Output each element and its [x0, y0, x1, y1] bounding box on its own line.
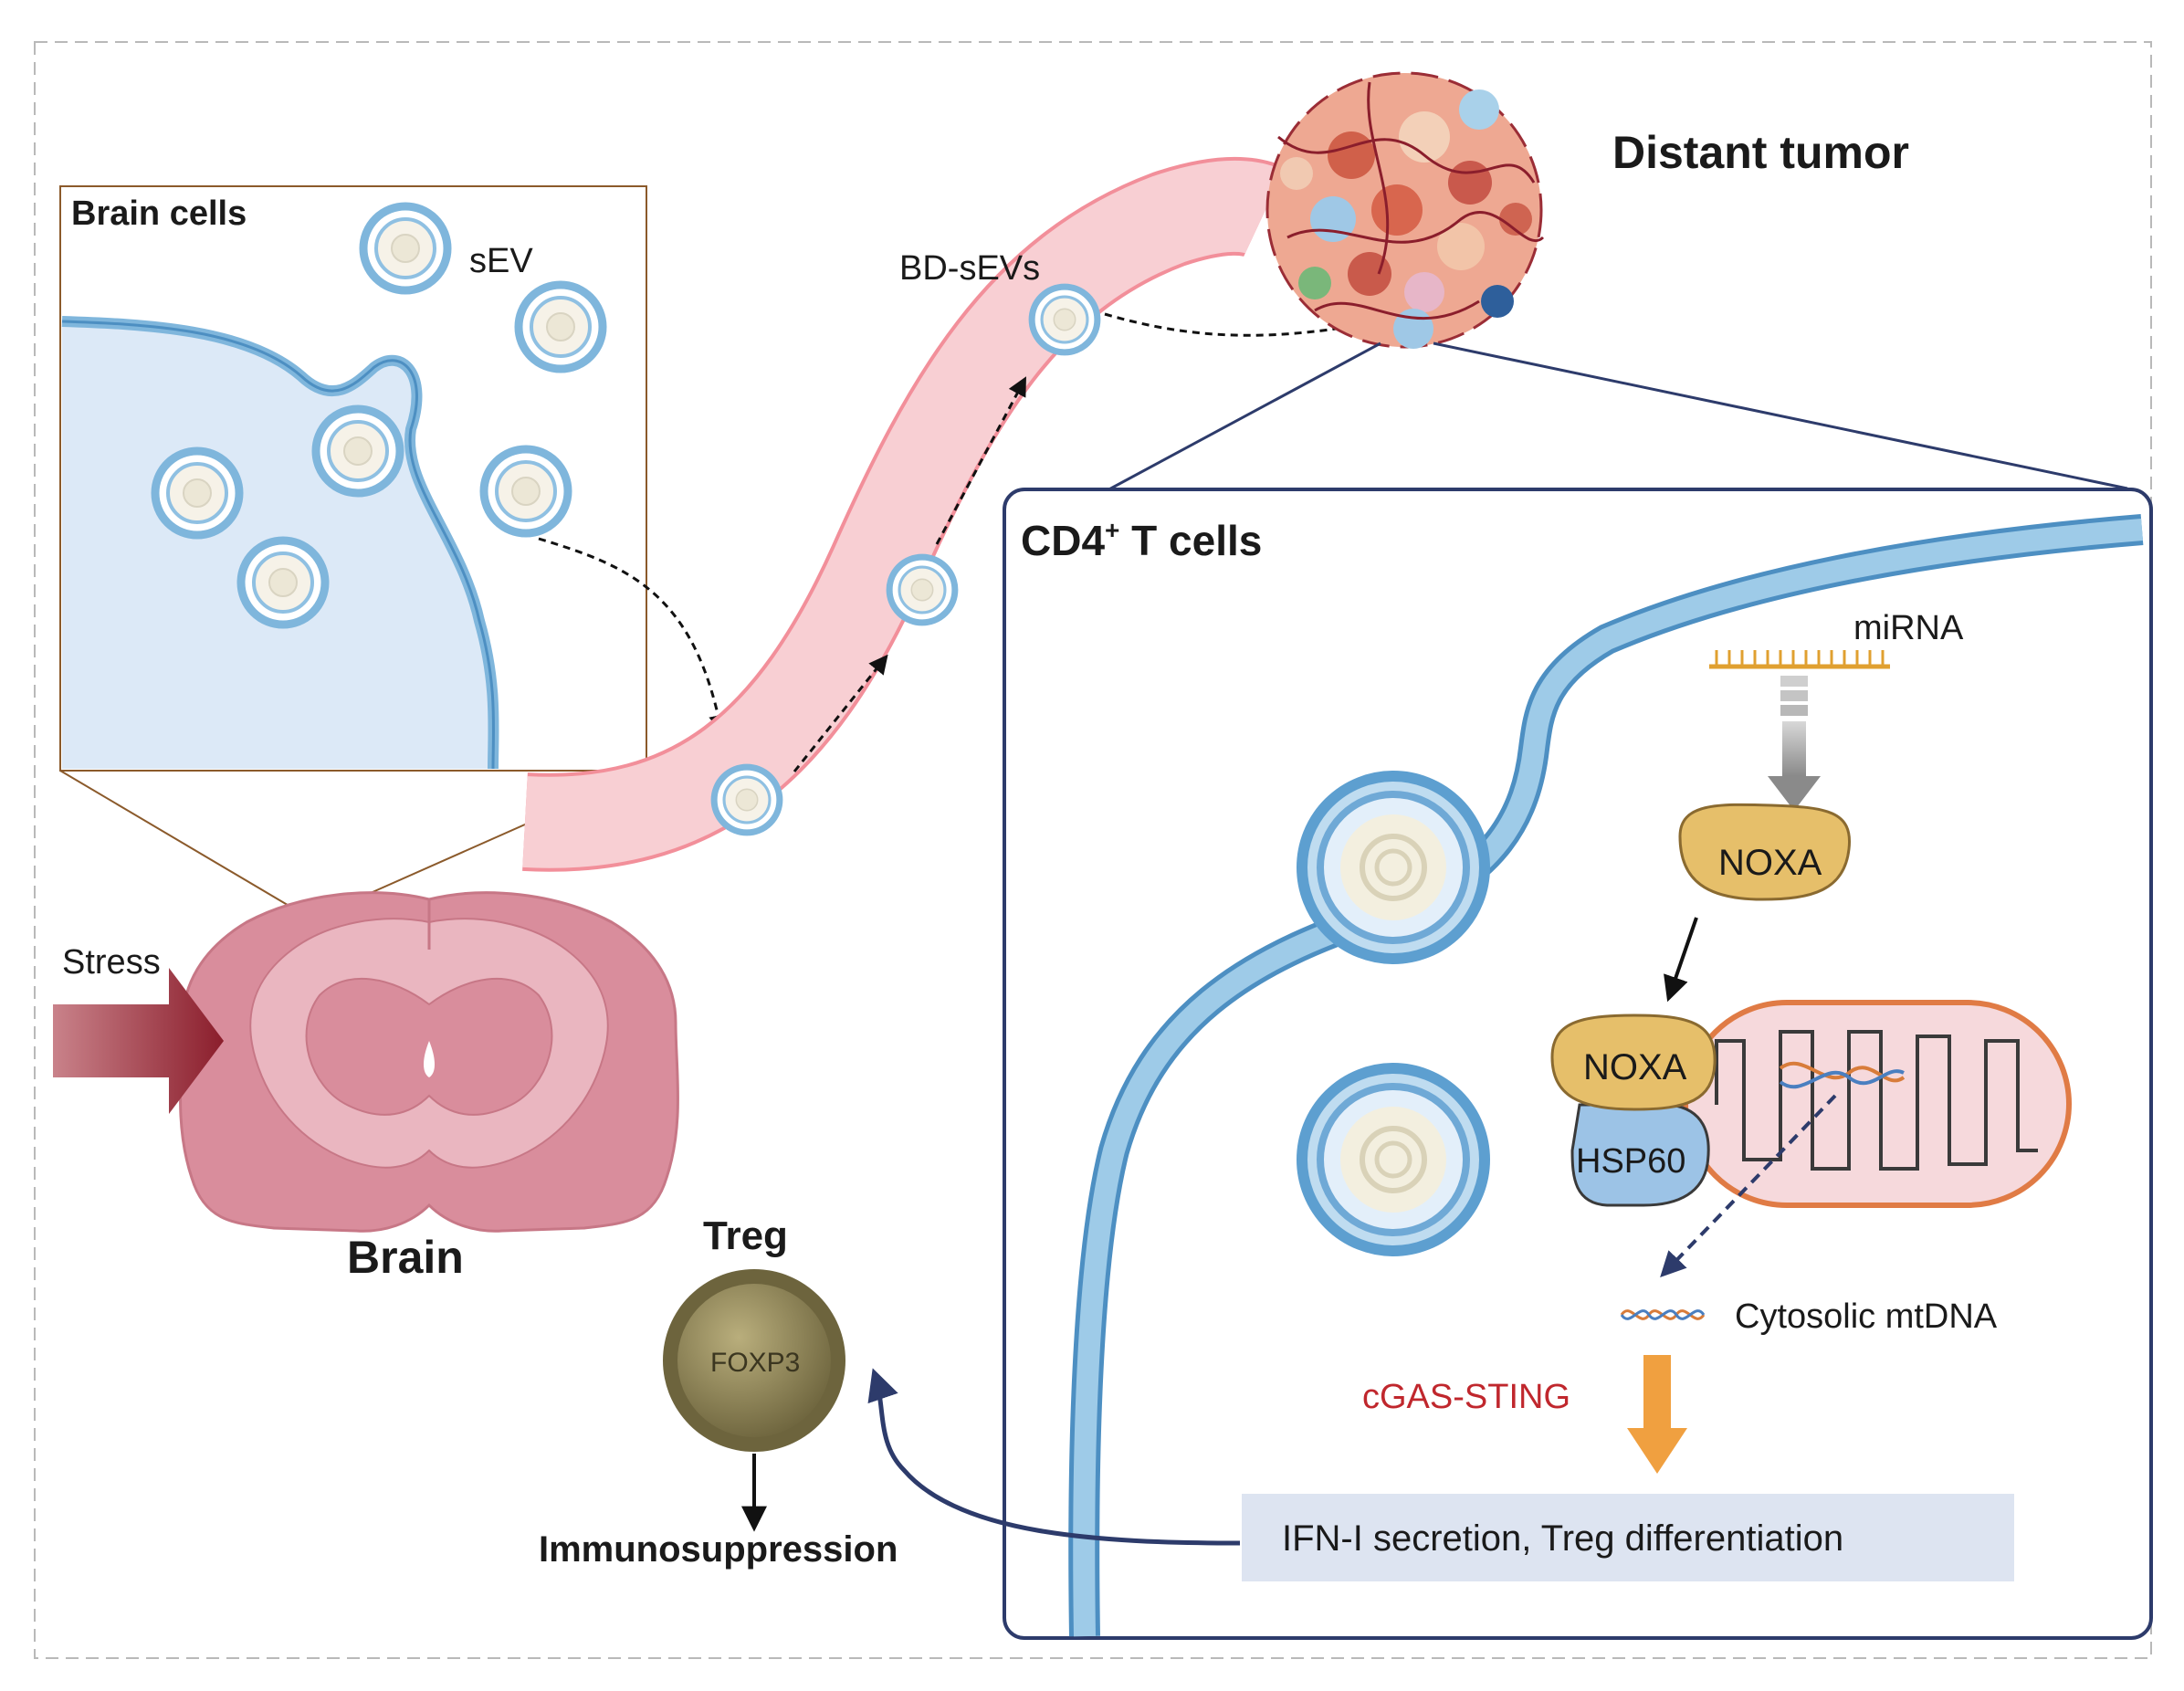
brain-cells-label: Brain cells [71, 194, 247, 233]
cytosolic-mtdna-icon [1620, 1309, 1706, 1320]
ifn-to-treg-arrow [867, 1368, 1241, 1546]
sev-vesicle-3 [316, 409, 400, 493]
tumor-connector-right [1433, 341, 2128, 490]
sev-vesicle-5 [155, 451, 239, 535]
mtdna-release-arrow [1660, 1094, 1837, 1278]
sev-release-arrow [538, 537, 728, 735]
distant-tumor-label: Distant tumor [1612, 127, 1909, 178]
sev-vesicle-6 [241, 541, 325, 625]
sev-vesicle-4 [484, 449, 568, 533]
treg-cell: Treg FOXP3 Immunosuppression [539, 1213, 898, 1570]
cgas-sting-arrow [1627, 1355, 1687, 1474]
sev-vesicle-2 [519, 285, 603, 369]
ifn-treg-box [1242, 1494, 2014, 1581]
cgas-sting-label: cGAS-STING [1362, 1378, 1570, 1416]
sev-vesicle-1 [363, 206, 447, 290]
cytosolic-mtdna-label: Cytosolic mtDNA [1735, 1297, 1998, 1336]
brain-label: Brain [347, 1232, 464, 1283]
blood-vessel: BD-sEVs [522, 156, 1370, 872]
stress-label: Stress [62, 943, 161, 982]
inset-connector-left [59, 770, 302, 914]
sev-label: sEV [469, 242, 533, 280]
mirna-noxa-arrow [1768, 676, 1821, 811]
hsp60-label: HSP60 [1576, 1142, 1685, 1181]
foxp3-label: FOXP3 [710, 1348, 800, 1378]
cd4-label: CD4+ T cells [1021, 516, 1262, 564]
vessel-arrow-1 [793, 654, 888, 772]
mirna-strand [1709, 650, 1890, 669]
tcell-sev-2 [1302, 1068, 1485, 1251]
mirna-label: miRNA [1853, 609, 1964, 647]
noxa-to-mito-arrow [1664, 917, 1698, 1003]
immunosuppression-label: Immunosuppression [539, 1529, 898, 1570]
ifn-treg-label: IFN-I secretion, Treg differentiation [1282, 1518, 1843, 1559]
bd-sevs-label: BD-sEVs [899, 249, 1040, 288]
tcell-sev-1 [1302, 776, 1485, 959]
bd-sev-3 [1032, 287, 1097, 352]
bd-sev-2 [889, 557, 955, 623]
mitochondrion [1683, 1000, 2072, 1208]
cd4-tcell-panel: CD4+ T cells miRNA NOXA [1003, 488, 2153, 1640]
treg-label: Treg [703, 1213, 788, 1258]
tumor-connector-left [1067, 341, 1381, 513]
noxa-protein-top [1678, 803, 1852, 901]
brain-cells-panel: Brain cells sEV [59, 185, 728, 772]
noxa-top-label: NOXA [1718, 843, 1822, 883]
bd-sev-1 [714, 767, 780, 833]
vessel-to-tumor-arrow [1104, 312, 1370, 337]
distant-tumor: Distant tumor [1265, 71, 1909, 349]
vessel-arrow-2 [935, 376, 1026, 545]
hsp60-protein [1570, 1103, 1710, 1207]
noxa-mito-label: NOXA [1583, 1047, 1687, 1087]
brain-section: Stress Brain [53, 891, 679, 1283]
stress-arrow [53, 968, 224, 1114]
noxa-protein-mito [1550, 1014, 1717, 1111]
